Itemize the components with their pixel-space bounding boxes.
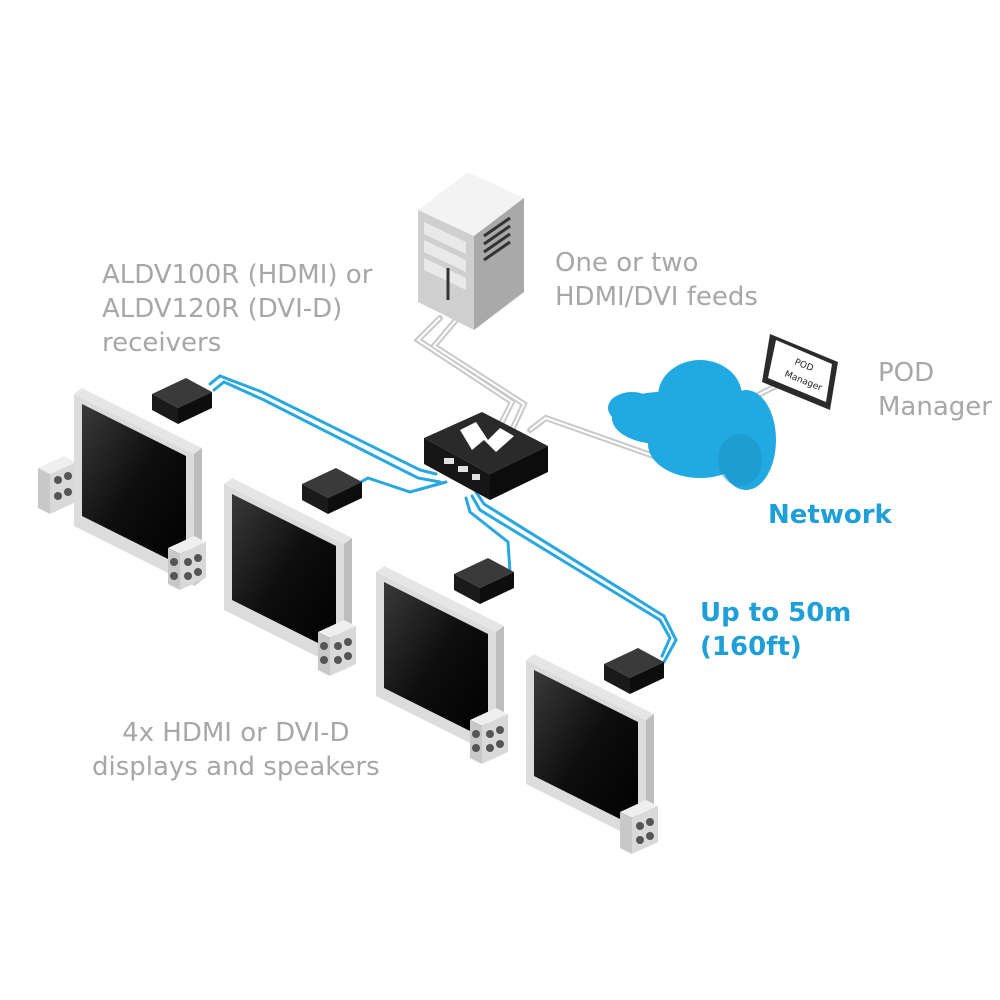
display-icon [526, 654, 654, 844]
distance-label-line1: Up to 50m [700, 598, 852, 628]
display-icon [376, 566, 504, 756]
displays-label-line1: 4x HDMI or DVI-D [122, 718, 350, 748]
receivers-label-line3: receivers [102, 328, 222, 358]
feeds-label-line2: HDMI/DVI feeds [555, 282, 758, 312]
speaker-icon [168, 536, 206, 590]
pod-manager-label-line1: POD [878, 358, 935, 388]
receiver-icon [302, 468, 362, 514]
speaker-icon [620, 800, 658, 854]
receiver-icon [454, 558, 514, 604]
pod-manager-label-line2: Manager [878, 392, 992, 422]
distance-label: Up to 50m (160ft) [700, 596, 851, 664]
network-cloud-icon [608, 360, 776, 490]
pod-manager-tablet-icon: POD Manager [762, 334, 838, 410]
receivers-label: ALDV100R (HDMI) or ALDV120R (DVI-D) rece… [102, 258, 372, 360]
speaker-icon [318, 620, 356, 676]
feeds-label-line1: One or two [555, 248, 699, 278]
pod-manager-label: POD Manager [878, 356, 992, 424]
display-group-1 [38, 378, 212, 590]
network-label: Network [768, 498, 892, 532]
receiver-icon [152, 378, 212, 424]
network-label-text: Network [768, 500, 892, 530]
display-group-4 [526, 648, 664, 854]
display-icon [74, 388, 202, 586]
display-group-2 [224, 468, 362, 676]
speaker-icon [470, 708, 508, 764]
displays-label-line2: displays and speakers [92, 752, 380, 782]
feeds-label: One or two HDMI/DVI feeds [555, 246, 758, 314]
transmitter-hub-icon [424, 412, 548, 691]
receivers-label-line1: ALDV100R (HDMI) or [102, 260, 373, 290]
pc-tower-icon [418, 172, 524, 330]
receiver-icon [604, 648, 664, 694]
distance-label-line2: (160ft) [700, 632, 802, 662]
receivers-label-line2: ALDV120R (DVI-D) [102, 294, 343, 324]
speaker-icon [38, 456, 76, 514]
display-group-3 [376, 558, 514, 764]
displays-label: 4x HDMI or DVI-D displays and speakers [92, 716, 380, 784]
